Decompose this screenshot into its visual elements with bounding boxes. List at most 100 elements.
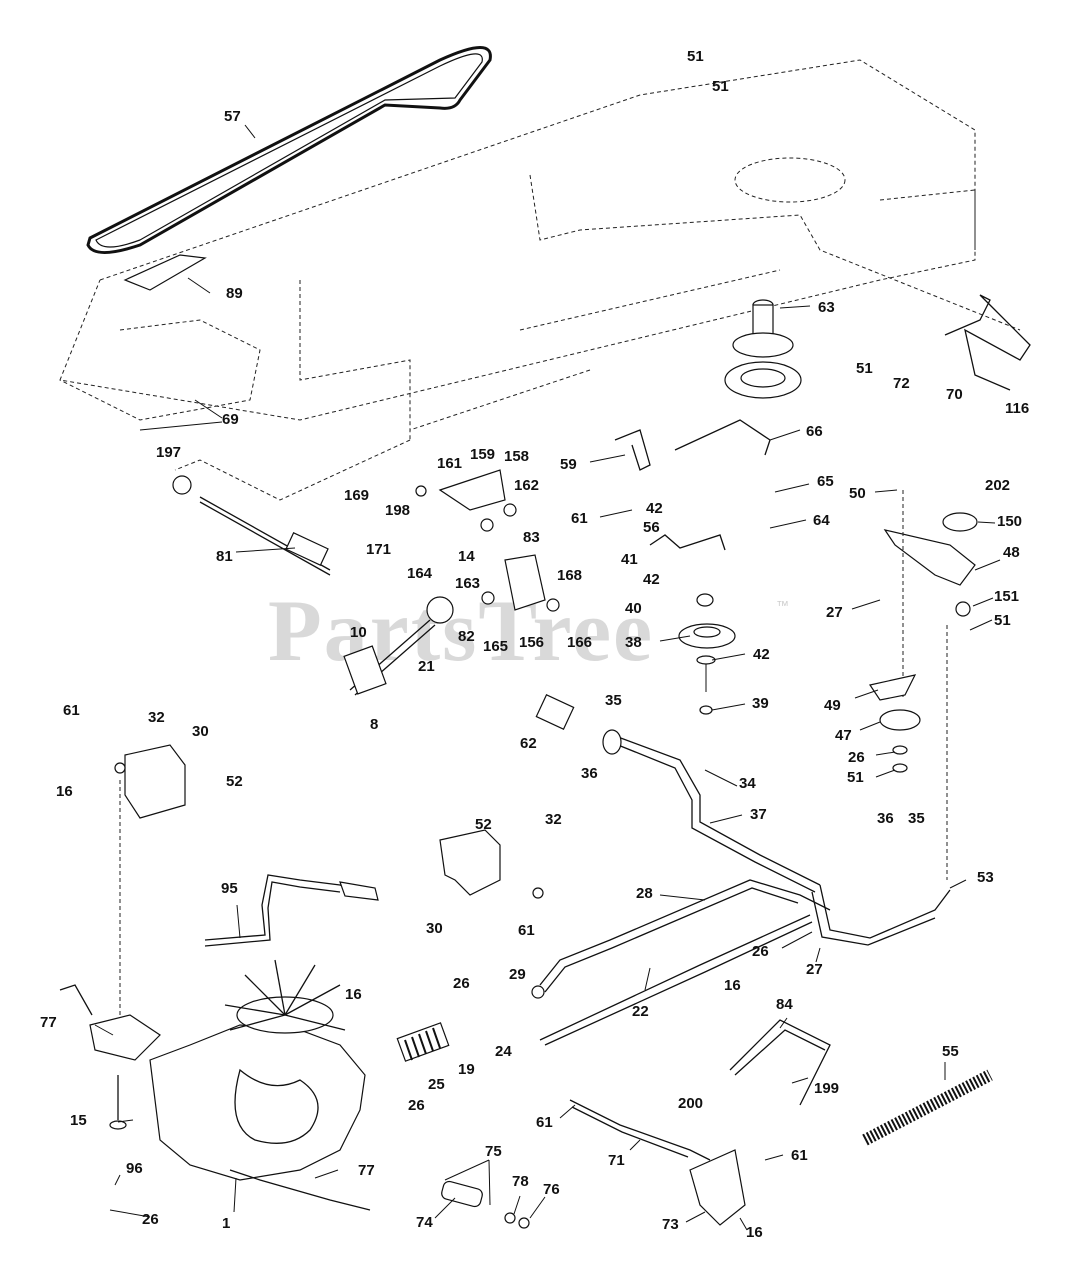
callout-150[interactable]: 150 <box>997 513 1022 530</box>
callout-51[interactable]: 51 <box>847 769 864 786</box>
callout-51[interactable]: 51 <box>856 360 873 377</box>
callout-35[interactable]: 35 <box>605 692 622 709</box>
callout-56[interactable]: 56 <box>643 519 660 536</box>
callout-29[interactable]: 29 <box>509 966 526 983</box>
callout-26[interactable]: 26 <box>142 1211 159 1228</box>
callout-19[interactable]: 19 <box>458 1061 475 1078</box>
callout-76[interactable]: 76 <box>543 1181 560 1198</box>
callout-14[interactable]: 14 <box>458 548 475 565</box>
callout-53[interactable]: 53 <box>977 869 994 886</box>
callout-83[interactable]: 83 <box>523 529 540 546</box>
callout-171[interactable]: 171 <box>366 541 391 558</box>
callout-27[interactable]: 27 <box>826 604 843 621</box>
callout-159[interactable]: 159 <box>470 446 495 463</box>
callout-34[interactable]: 34 <box>739 775 756 792</box>
callout-51[interactable]: 51 <box>712 78 729 95</box>
callout-197[interactable]: 197 <box>156 444 181 461</box>
callout-42[interactable]: 42 <box>643 571 660 588</box>
callout-64[interactable]: 64 <box>813 512 830 529</box>
callout-21[interactable]: 21 <box>418 658 435 675</box>
callout-156[interactable]: 156 <box>519 634 544 651</box>
callout-30[interactable]: 30 <box>192 723 209 740</box>
callout-22[interactable]: 22 <box>632 1003 649 1020</box>
callout-73[interactable]: 73 <box>662 1216 679 1233</box>
callout-30[interactable]: 30 <box>426 920 443 937</box>
callout-42[interactable]: 42 <box>646 500 663 517</box>
callout-48[interactable]: 48 <box>1003 544 1020 561</box>
callout-36[interactable]: 36 <box>581 765 598 782</box>
callout-65[interactable]: 65 <box>817 473 834 490</box>
callout-202[interactable]: 202 <box>985 477 1010 494</box>
callout-75[interactable]: 75 <box>485 1143 502 1160</box>
callout-52[interactable]: 52 <box>226 773 243 790</box>
callout-71[interactable]: 71 <box>608 1152 625 1169</box>
callout-116[interactable]: 116 <box>1005 400 1029 417</box>
callout-61[interactable]: 61 <box>536 1114 553 1131</box>
callout-82[interactable]: 82 <box>458 628 475 645</box>
callout-162[interactable]: 162 <box>514 477 539 494</box>
callout-199[interactable]: 199 <box>814 1080 839 1097</box>
callout-200[interactable]: 200 <box>678 1095 703 1112</box>
callout-77[interactable]: 77 <box>40 1014 57 1031</box>
callout-16[interactable]: 16 <box>345 986 362 1003</box>
callout-8[interactable]: 8 <box>370 716 378 733</box>
callout-26[interactable]: 26 <box>408 1097 425 1114</box>
callout-28[interactable]: 28 <box>636 885 653 902</box>
callout-161[interactable]: 161 <box>437 455 462 472</box>
callout-32[interactable]: 32 <box>545 811 562 828</box>
callout-38[interactable]: 38 <box>625 634 642 651</box>
callout-10[interactable]: 10 <box>350 624 367 641</box>
callout-24[interactable]: 24 <box>495 1043 512 1060</box>
callout-165[interactable]: 165 <box>483 638 508 655</box>
callout-62[interactable]: 62 <box>520 735 537 752</box>
callout-166[interactable]: 166 <box>567 634 592 651</box>
callout-26[interactable]: 26 <box>848 749 865 766</box>
callout-51[interactable]: 51 <box>994 612 1011 629</box>
callout-36[interactable]: 36 <box>877 810 894 827</box>
callout-55[interactable]: 55 <box>942 1043 959 1060</box>
callout-25[interactable]: 25 <box>428 1076 445 1093</box>
callout-163[interactable]: 163 <box>455 575 480 592</box>
callout-70[interactable]: 70 <box>946 386 963 403</box>
callout-1[interactable]: 1 <box>222 1215 230 1232</box>
callout-158[interactable]: 158 <box>504 448 529 465</box>
callout-169[interactable]: 169 <box>344 487 369 504</box>
callout-74[interactable]: 74 <box>416 1214 433 1231</box>
callout-26[interactable]: 26 <box>752 943 769 960</box>
callout-78[interactable]: 78 <box>512 1173 529 1190</box>
callout-151[interactable]: 151 <box>994 588 1019 605</box>
callout-61[interactable]: 61 <box>63 702 80 719</box>
callout-32[interactable]: 32 <box>148 709 165 726</box>
callout-57[interactable]: 57 <box>224 108 241 125</box>
callout-47[interactable]: 47 <box>835 727 852 744</box>
callout-49[interactable]: 49 <box>824 697 841 714</box>
callout-39[interactable]: 39 <box>752 695 769 712</box>
callout-61[interactable]: 61 <box>571 510 588 527</box>
callout-37[interactable]: 37 <box>750 806 767 823</box>
callout-52[interactable]: 52 <box>475 816 492 833</box>
callout-198[interactable]: 198 <box>385 502 410 519</box>
callout-81[interactable]: 81 <box>216 548 233 565</box>
callout-69[interactable]: 69 <box>222 411 239 428</box>
callout-16[interactable]: 16 <box>56 783 73 800</box>
callout-26[interactable]: 26 <box>453 975 470 992</box>
callout-51[interactable]: 51 <box>687 48 704 65</box>
callout-16[interactable]: 16 <box>746 1224 763 1241</box>
callout-40[interactable]: 40 <box>625 600 642 617</box>
callout-96[interactable]: 96 <box>126 1160 143 1177</box>
callout-72[interactable]: 72 <box>893 375 910 392</box>
callout-77[interactable]: 77 <box>358 1162 375 1179</box>
callout-50[interactable]: 50 <box>849 485 866 502</box>
callout-61[interactable]: 61 <box>518 922 535 939</box>
callout-63[interactable]: 63 <box>818 299 835 316</box>
callout-59[interactable]: 59 <box>560 456 577 473</box>
callout-89[interactable]: 89 <box>226 285 243 302</box>
callout-66[interactable]: 66 <box>806 423 823 440</box>
callout-35[interactable]: 35 <box>908 810 925 827</box>
callout-42[interactable]: 42 <box>753 646 770 663</box>
callout-164[interactable]: 164 <box>407 565 433 582</box>
callout-27[interactable]: 27 <box>806 961 823 978</box>
callout-61[interactable]: 61 <box>791 1147 808 1164</box>
callout-84[interactable]: 84 <box>776 996 793 1013</box>
callout-16[interactable]: 16 <box>724 977 741 994</box>
